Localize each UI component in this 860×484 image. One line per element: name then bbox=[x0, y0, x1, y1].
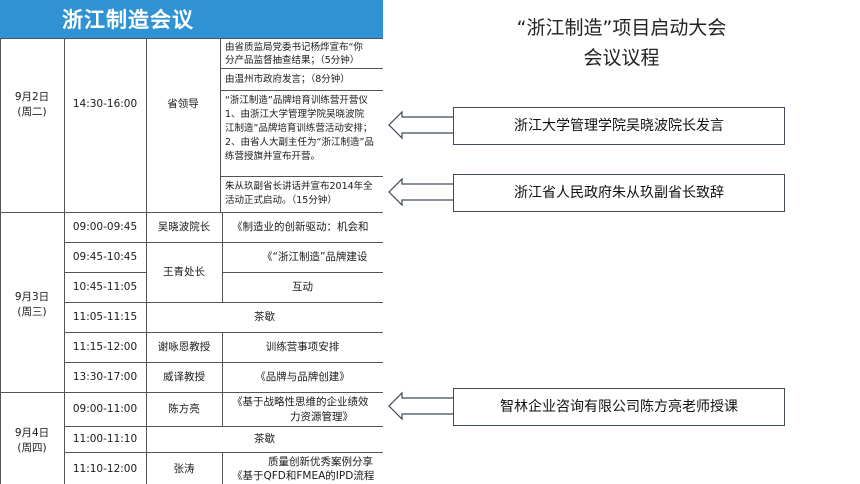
topic-cell: 茶歇 bbox=[254, 311, 275, 323]
topic-cell: 《基于QFD和FMEA的IPD流程 bbox=[232, 470, 375, 482]
grid-line bbox=[64, 272, 146, 273]
agenda-text: 活动正式启动。（15分钟） bbox=[225, 195, 337, 206]
topic-cell: 《品牌与品牌创建》 bbox=[255, 371, 350, 383]
weekday-label: (周四) bbox=[17, 442, 47, 454]
grid-line bbox=[64, 426, 383, 427]
agenda-text: “浙江制造”品牌培育训练营开营仪 bbox=[225, 95, 368, 106]
grid-line bbox=[222, 392, 223, 426]
topic-cell: 《基于战略性思维的企业绩效 bbox=[232, 396, 369, 408]
agenda-text: 练营授旗并宣布开营。 bbox=[225, 151, 321, 162]
grid-line bbox=[222, 452, 223, 484]
agenda-text: 2、由省人大副主任为“浙江制造”品 bbox=[225, 137, 374, 148]
grid-line bbox=[64, 302, 383, 303]
topic-cell: 质量创新优秀案例分享 bbox=[268, 456, 373, 468]
topic-cell: 《“浙江制造”品牌建设 bbox=[262, 251, 368, 263]
grid-line bbox=[222, 212, 223, 302]
schedule-banner: 浙江制造会议 bbox=[0, 0, 383, 38]
agenda-text: 江制造”品牌培育训练营活动安排； bbox=[225, 123, 373, 134]
agenda-subtitle: 会议议程 bbox=[583, 47, 660, 69]
speaker-cell: 吴晓波院长 bbox=[157, 221, 211, 233]
speaker-cell: 陈方亮 bbox=[168, 403, 200, 415]
arrow-icon bbox=[388, 110, 453, 140]
grid-line bbox=[64, 362, 383, 363]
grid-line bbox=[64, 452, 383, 453]
arrow-icon bbox=[388, 177, 453, 207]
callout-box: 智林企业咨询有限公司陈方亮老师授课 bbox=[453, 388, 785, 426]
grid-line bbox=[0, 392, 383, 393]
time-cell: 11:05-11:15 bbox=[72, 311, 138, 323]
time-cell: 09:45-10:45 bbox=[72, 251, 138, 263]
topic-cell: 《制造业的创新驱动：机会和 bbox=[232, 221, 369, 233]
time-cell: 11:10-12:00 bbox=[72, 463, 138, 475]
date-label: 9月4日 bbox=[14, 427, 50, 439]
grid-line bbox=[220, 90, 383, 91]
time-cell: 09:00-11:00 bbox=[72, 403, 138, 415]
speaker-cell: 王青处长 bbox=[163, 266, 205, 278]
speaker-cell: 威译教授 bbox=[163, 371, 205, 383]
time-cell: 11:15-12:00 bbox=[72, 341, 138, 353]
date-label: 9月2日 bbox=[14, 91, 50, 103]
speaker-cell: 张涛 bbox=[173, 463, 195, 475]
grid-line bbox=[220, 176, 383, 177]
banner-title: 浙江制造会议 bbox=[62, 8, 194, 32]
weekday-label: (周三) bbox=[17, 306, 47, 318]
agenda-title: “浙江制造”项目启动大会 bbox=[516, 17, 727, 39]
weekday-label: (周二) bbox=[17, 106, 47, 118]
schedule-table: 浙江制造会议 9月2日 (周二) 9月3日 (周三) 9月4日 (周四) 14:… bbox=[0, 0, 383, 484]
arrow-icon bbox=[388, 391, 453, 421]
agenda-panel: “浙江制造”项目启动大会 会议议程 浙江大学管理学院吴晓波院长发言 浙江省人民政… bbox=[383, 0, 860, 484]
agenda-text: 由温州市政府发言；（8分钟） bbox=[225, 74, 350, 85]
time-cell: 10:45-11:05 bbox=[72, 281, 138, 293]
grid-line bbox=[64, 38, 65, 484]
topic-cell: 力资源管理》 bbox=[290, 411, 353, 423]
time-cell: 09:00-09:45 bbox=[72, 221, 138, 233]
date-label: 9月3日 bbox=[14, 291, 50, 303]
grid-line bbox=[0, 38, 1, 484]
grid-line bbox=[220, 38, 221, 212]
callout-arrows bbox=[388, 110, 453, 421]
topic-cell: 训练营事项安排 bbox=[265, 341, 340, 353]
topic-cell: 茶歇 bbox=[254, 433, 275, 445]
time-cell: 11:00-11:10 bbox=[72, 433, 138, 445]
grid-line bbox=[222, 272, 383, 273]
time-cell: 14:30-16:00 bbox=[72, 98, 138, 110]
grid-line bbox=[0, 38, 383, 39]
grid-line bbox=[64, 332, 383, 333]
agenda-text: 朱从玖副省长讲话并宣布2014年全 bbox=[225, 181, 373, 192]
grid-line bbox=[220, 68, 383, 69]
callout-box: 浙江大学管理学院吴晓波院长发言 bbox=[453, 107, 785, 145]
topic-cell: 互动 bbox=[292, 281, 313, 293]
speaker-cell: 谢咏恩教授 bbox=[157, 341, 211, 353]
grid-line bbox=[146, 38, 147, 484]
speaker-cell: 省领导 bbox=[167, 98, 199, 110]
grid-line bbox=[64, 242, 383, 243]
agenda-text: 由省质监局党委书记杨烨宣布“你 bbox=[225, 42, 363, 53]
grid-line bbox=[0, 212, 383, 213]
agenda-text: 分产品监督抽查结果；（5分钟） bbox=[225, 55, 360, 66]
callout-box: 浙江省人民政府朱从玖副省长致辞 bbox=[453, 174, 785, 212]
agenda-text: 1、由浙江大学管理学院吴晓波院 bbox=[225, 109, 365, 120]
time-cell: 13:30-17:00 bbox=[72, 371, 138, 383]
